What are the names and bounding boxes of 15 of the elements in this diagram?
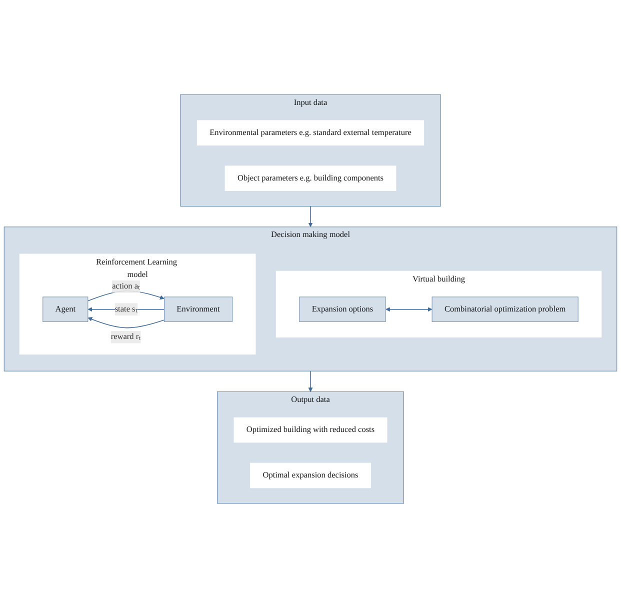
node-box: Environment (164, 296, 232, 322)
edge-label: action aₜ (112, 282, 140, 291)
node-box: Environmental parameters e.g. standard external temperature (196, 120, 424, 146)
arrow (308, 206, 313, 228)
node-box: Optimal expansion decisions (250, 462, 371, 488)
node-box: Combinatorial optimization problem (432, 296, 578, 322)
node-box: Object parameters e.g. building components (224, 166, 396, 191)
node-box: Expansion options (299, 296, 386, 322)
edge-label: reward rₜ (110, 332, 141, 342)
arrow (386, 307, 432, 312)
node-box: Optimized building with reduced costs (234, 417, 388, 443)
arrow (88, 317, 165, 328)
node-box: Agent (42, 296, 88, 322)
arrow (308, 370, 313, 392)
edge-label: state sₜ (114, 304, 138, 314)
